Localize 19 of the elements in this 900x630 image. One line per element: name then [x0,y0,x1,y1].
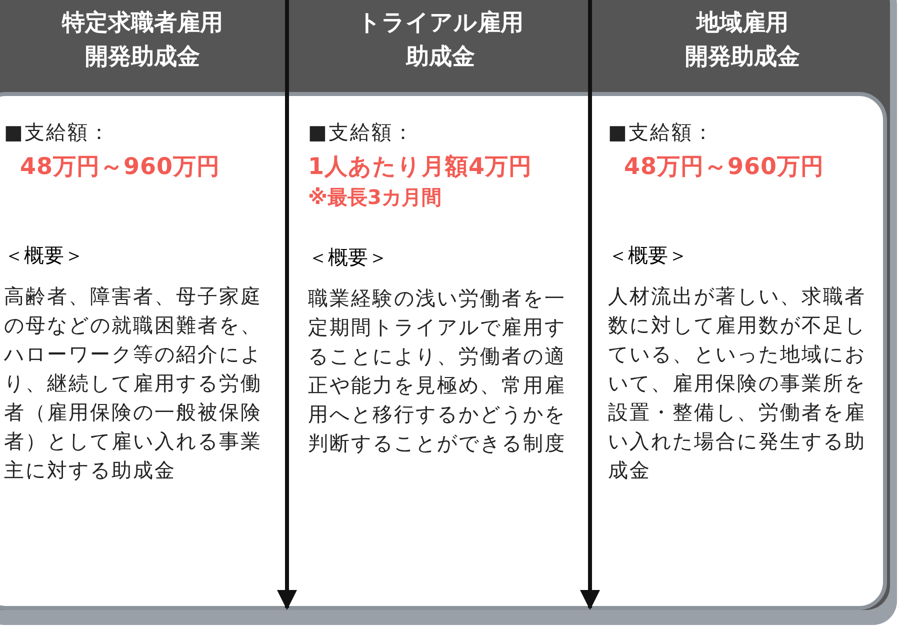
description-text: 職業経験の浅い労働者を一定期間トライアルで雇用することにより、労働者の適正や能力を見極め、常用雇用へと移行するかどうかを判断することができる制度 [308,285,567,457]
amount-label: ■支給額： [608,119,716,146]
column-heading: 特定求職者雇用 [60,9,224,38]
description-text: 人材流出が著しい、求職者数に対して雇用数が不足している、といった地域において、雇用保険の事業所を設置・整備し、労働者を雇い入れた場合に発生する助成金 [608,283,867,484]
amount-value: 48万円～960万円 [624,153,826,182]
column-heading: 開発助成金 [84,43,201,72]
column-heading: 開発助成金 [684,43,801,72]
amount-value: 1人あたり月額4万円 [308,153,534,182]
amount-label: ■支給額： [308,119,416,146]
column-heading: トライアル雇用 [356,9,524,38]
summary-heading: ＜概要＞ [4,242,85,269]
column-heading: 助成金 [404,43,476,72]
summary-heading: ＜概要＞ [308,244,389,271]
amount-label: ■支給額： [4,119,112,146]
summary-heading: ＜概要＞ [608,242,689,269]
amount-value: 48万円～960万円 [20,153,222,182]
description-text: 高齢者、障害者、母子家庭の母などの就職困難者を、ハローワーク等の紹介により、継続して雇用する労働者（雇用保険の一般被保険者）として雇い入れる事業主に対する助成金 [4,283,263,484]
column-heading: 地域雇用 [694,9,790,38]
amount-note: ※最長3カ月間 [308,184,442,211]
